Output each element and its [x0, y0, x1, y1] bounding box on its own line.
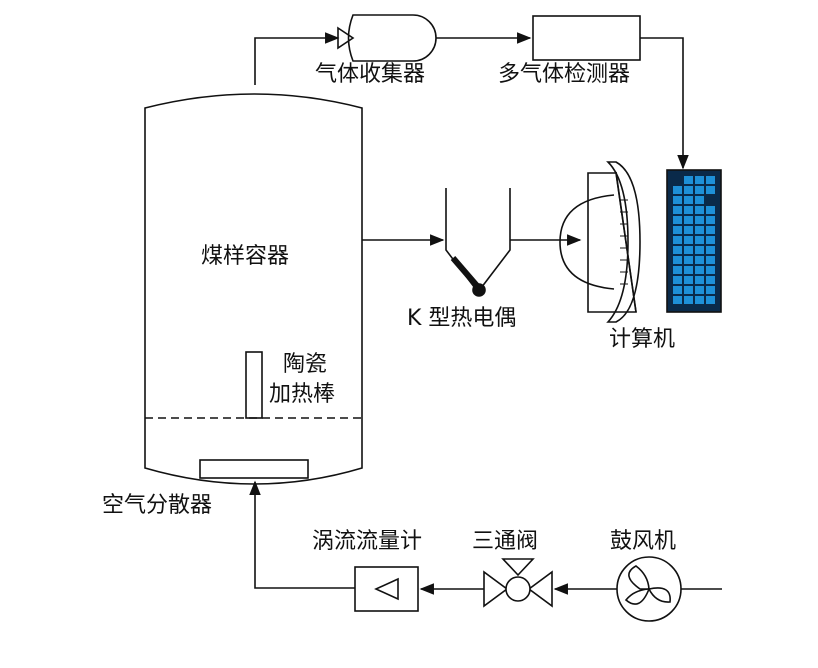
three-way-valve-label: 三通阀: [472, 529, 539, 554]
keyboard-key: [706, 256, 715, 264]
keyboard-key: [673, 186, 682, 194]
gas-collector-label: 气体收集器: [315, 62, 426, 87]
keyboard-key: [706, 286, 715, 294]
keyboard-key: [684, 246, 693, 254]
keyboard-key: [695, 196, 704, 204]
keyboard-key: [684, 216, 693, 224]
multi-gas-detector-box: [532, 15, 641, 61]
keyboard-key: [706, 296, 715, 304]
keyboard-key: [684, 226, 693, 234]
keyboard-key: [684, 186, 693, 194]
thermocouple-housing: [445, 188, 511, 294]
thermocouple-label: K 型热电偶: [407, 306, 517, 331]
keyboard-key: [673, 286, 682, 294]
keyboard-key: [695, 226, 704, 234]
blower-label: 鼓风机: [610, 529, 677, 554]
keyboard-key: [673, 206, 682, 214]
keyboard-key: [706, 216, 715, 224]
keyboard-key: [695, 216, 704, 224]
keyboard-key: [695, 276, 704, 284]
vortex-flowmeter-triangle: [374, 577, 399, 601]
blower-icon: [616, 556, 682, 622]
keyboard-key: [684, 196, 693, 204]
keyboard-key: [695, 246, 704, 254]
keyboard-key: [695, 236, 704, 244]
keyboard-key: [695, 256, 704, 264]
keyboard-key: [684, 286, 693, 294]
keyboard-key: [706, 266, 715, 274]
keyboard-key: [673, 256, 682, 264]
keyboard-key: [673, 246, 682, 254]
gas-line-to-collector: [254, 32, 340, 85]
keyboard-key: [684, 296, 693, 304]
air-distributor-plate: [199, 459, 309, 479]
keyboard-key: [673, 266, 682, 274]
air-line-to-distributor: [249, 480, 355, 589]
air-distributor-label: 空气分散器: [102, 493, 213, 518]
keyboard-key: [684, 276, 693, 284]
vortex-flowmeter-box: [354, 566, 419, 612]
thermocouple-tip: [472, 283, 486, 297]
keyboard-key: [695, 296, 704, 304]
keyboard-key: [695, 206, 704, 214]
gas-collector-icon: [347, 14, 437, 62]
ceramic-heater-rod: [245, 351, 263, 419]
ceramic-heater-label-line1: 陶瓷: [283, 352, 328, 377]
three-way-valve-icon: [483, 558, 553, 608]
coal-container-label: 煤样容器: [201, 244, 290, 269]
keyboard-key: [706, 176, 715, 184]
keyboard-key: [673, 276, 682, 284]
keyboard-key: [673, 296, 682, 304]
keyboard-key: [684, 206, 693, 214]
signal-line-detector-to-computer: [640, 37, 689, 170]
keyboard-key: [684, 266, 693, 274]
keyboard-key: [684, 256, 693, 264]
thermocouple-probe: [450, 256, 481, 289]
computer-monitor-icon: [559, 161, 641, 323]
keyboard-key: [673, 196, 682, 204]
ceramic-heater-label-line2: 加热棒: [269, 382, 336, 407]
keyboard-key: [706, 276, 715, 284]
coal-container-vessel: [144, 93, 363, 485]
keyboard-key: [695, 186, 704, 194]
vortex-flowmeter-label: 涡流流量计: [312, 529, 423, 554]
keyboard-key: [706, 206, 715, 214]
keyboard-key: [684, 236, 693, 244]
gas-collector-inlet-triangle: [337, 26, 355, 50]
keyboard-key: [695, 286, 704, 294]
keyboard-key: [673, 226, 682, 234]
keyboard-key: [695, 176, 704, 184]
keyboard-key: [684, 176, 693, 184]
keyboard-keys: [673, 176, 715, 304]
keyboard-key: [673, 216, 682, 224]
computer-label: 计算机: [609, 327, 676, 352]
keyboard-key: [695, 266, 704, 274]
keyboard-key: [706, 226, 715, 234]
keyboard-key: [706, 236, 715, 244]
keyboard-key: [706, 186, 715, 194]
multi-gas-detector-label: 多气体检测器: [498, 62, 631, 87]
keyboard-key: [673, 236, 682, 244]
keyboard-key: [706, 246, 715, 254]
